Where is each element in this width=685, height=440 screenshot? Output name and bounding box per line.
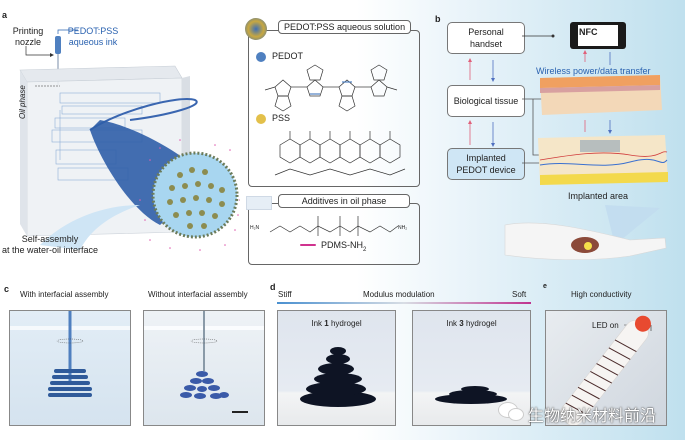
pss-structure: [274, 131, 406, 176]
high-conductivity-title: High conductivity: [571, 290, 632, 299]
filament-cross-section: [151, 151, 239, 239]
photo-without-assembly: [143, 310, 265, 426]
panel-label-a: a: [2, 10, 8, 20]
ink-label: PEDOT:PSS aqueous ink: [67, 26, 119, 47]
solution-title: PEDOT:PSS aqueous solution: [278, 20, 412, 34]
pdms-molecules: [139, 139, 240, 251]
panel-b-arrows: [468, 22, 668, 260]
watermark-text: 生物纳米材料前沿: [528, 408, 657, 425]
self-assembly-label: Self-assembly at the water-oil interface: [1, 234, 99, 255]
nfc-label: NFC: [579, 27, 598, 37]
nozzle-pointer: [25, 46, 50, 56]
tissue-box: Biological tissue: [447, 85, 525, 117]
photo-with-assembly: [9, 310, 131, 426]
device-box: Implanted PEDOT device: [447, 148, 525, 180]
modulus-label: Modulus modulation: [363, 290, 435, 299]
led: [634, 315, 651, 332]
photo-ink1: Ink 1 hydrogel: [277, 310, 396, 426]
h2n-label: H₂N: [250, 225, 260, 231]
ink1-label: Ink 1 hydrogel: [311, 319, 362, 328]
panel-label-c: c: [4, 284, 10, 294]
wechat-icon-2: [508, 408, 524, 421]
oil-phase-label: Oil phase: [18, 85, 27, 119]
pedot-pss-particles: [167, 167, 225, 229]
soft-label: Soft: [512, 290, 527, 299]
handset-box: Personal handset: [447, 22, 525, 54]
pedot-icon: [256, 52, 266, 62]
photo-led: LED on: [545, 310, 667, 426]
oil-droplet-icon: [246, 196, 272, 210]
panel-label-e: e: [543, 283, 547, 290]
nh2-label: NH₂: [398, 225, 408, 231]
pedot-label: PEDOT: [272, 51, 304, 61]
panel-label-d: d: [270, 282, 276, 292]
wireless-label: Wireless power/data transfer: [536, 66, 651, 76]
without-assembly-title: Without interfacial assembly: [148, 290, 248, 299]
scale-bar: [232, 411, 248, 413]
stiff-label: Stiff: [278, 290, 292, 299]
ink-pointer: [57, 29, 78, 34]
implanted-area-label: Implanted area: [568, 191, 629, 201]
pss-label: PSS: [272, 113, 291, 123]
ink3-label: Ink 3 hydrogel: [446, 319, 497, 328]
led-label: LED on: [592, 321, 619, 330]
pdms-structure: [269, 216, 399, 236]
pss-icon: [256, 114, 266, 124]
printing-illustration: [19, 29, 240, 251]
implanted-skin-block: [538, 135, 668, 183]
with-assembly-title: With interfacial assembly: [20, 290, 109, 299]
swoosh: [40, 205, 140, 250]
pdms-label: PDMS-NH2: [321, 240, 367, 253]
additives-title: Additives in oil phase: [278, 194, 410, 208]
pdms-icon: [300, 244, 316, 246]
pedot-structure: [264, 64, 398, 112]
pedot-pss-icon: [245, 18, 267, 40]
panel-label-b: b: [435, 14, 441, 24]
modulus-gradient-bar: [277, 302, 531, 304]
nozzle: [55, 36, 61, 54]
nozzle-label: Printing nozzle: [12, 26, 44, 47]
